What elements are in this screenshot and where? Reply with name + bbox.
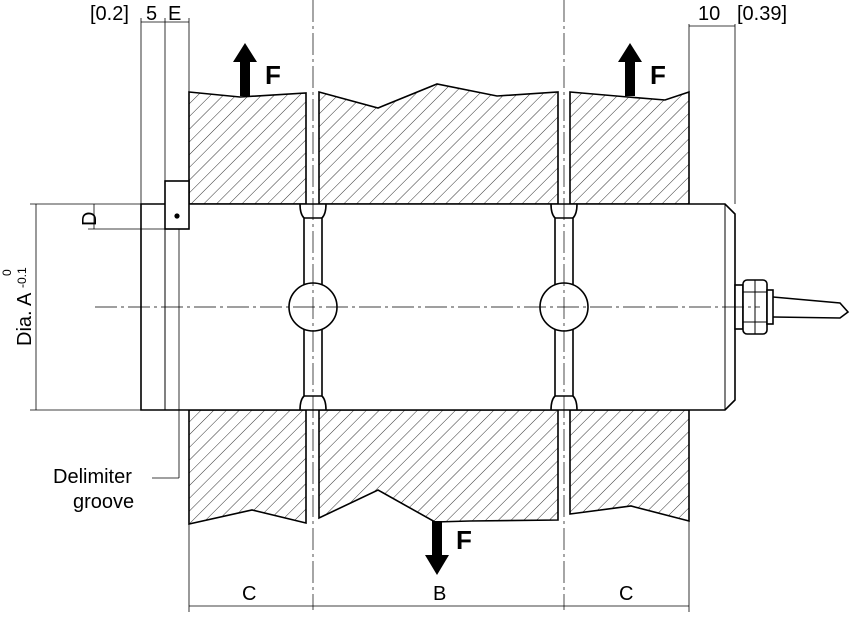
force-label-top-left: F (265, 60, 281, 90)
dim-top-left-inch: [0.2] (90, 3, 129, 25)
dim-diameter: Dia. A (14, 292, 36, 346)
lower-blocks (188, 409, 690, 525)
force-arrow-top-right (618, 43, 642, 96)
delimiter-groove-marker (164, 180, 190, 410)
upper-blocks (188, 83, 690, 205)
upper-left-block (188, 91, 307, 205)
dim-bottom-left: C (242, 583, 256, 605)
upper-right-block (569, 90, 690, 205)
annotation-groove: groove (73, 491, 134, 513)
force-arrow-bottom (425, 521, 449, 575)
dim-top-right-inch: [0.39] (737, 3, 787, 25)
dim-top-left-mm: 5 (146, 3, 157, 25)
annotation-delimiter: Delimiter (53, 466, 132, 488)
dim-tolerance-lower: -0.1 (15, 267, 29, 288)
lower-right-block (569, 409, 690, 523)
lower-left-block (188, 409, 307, 525)
force-label-top-right: F (650, 60, 666, 90)
force-arrow-top-left (233, 43, 257, 96)
centre-lines (95, 0, 760, 610)
extension-lines (30, 18, 736, 612)
dim-top-left-letter: E (168, 3, 181, 25)
lower-middle-block (318, 409, 559, 523)
cable (772, 296, 850, 319)
dim-height-d: D (79, 212, 101, 226)
dim-tolerance-upper: 0 (0, 269, 14, 276)
force-label-bottom: F (456, 525, 472, 555)
upper-middle-block (318, 83, 559, 205)
dim-bottom-right: C (619, 583, 633, 605)
dim-top-right-mm: 10 (698, 3, 720, 25)
dim-bottom-middle: B (433, 583, 446, 605)
